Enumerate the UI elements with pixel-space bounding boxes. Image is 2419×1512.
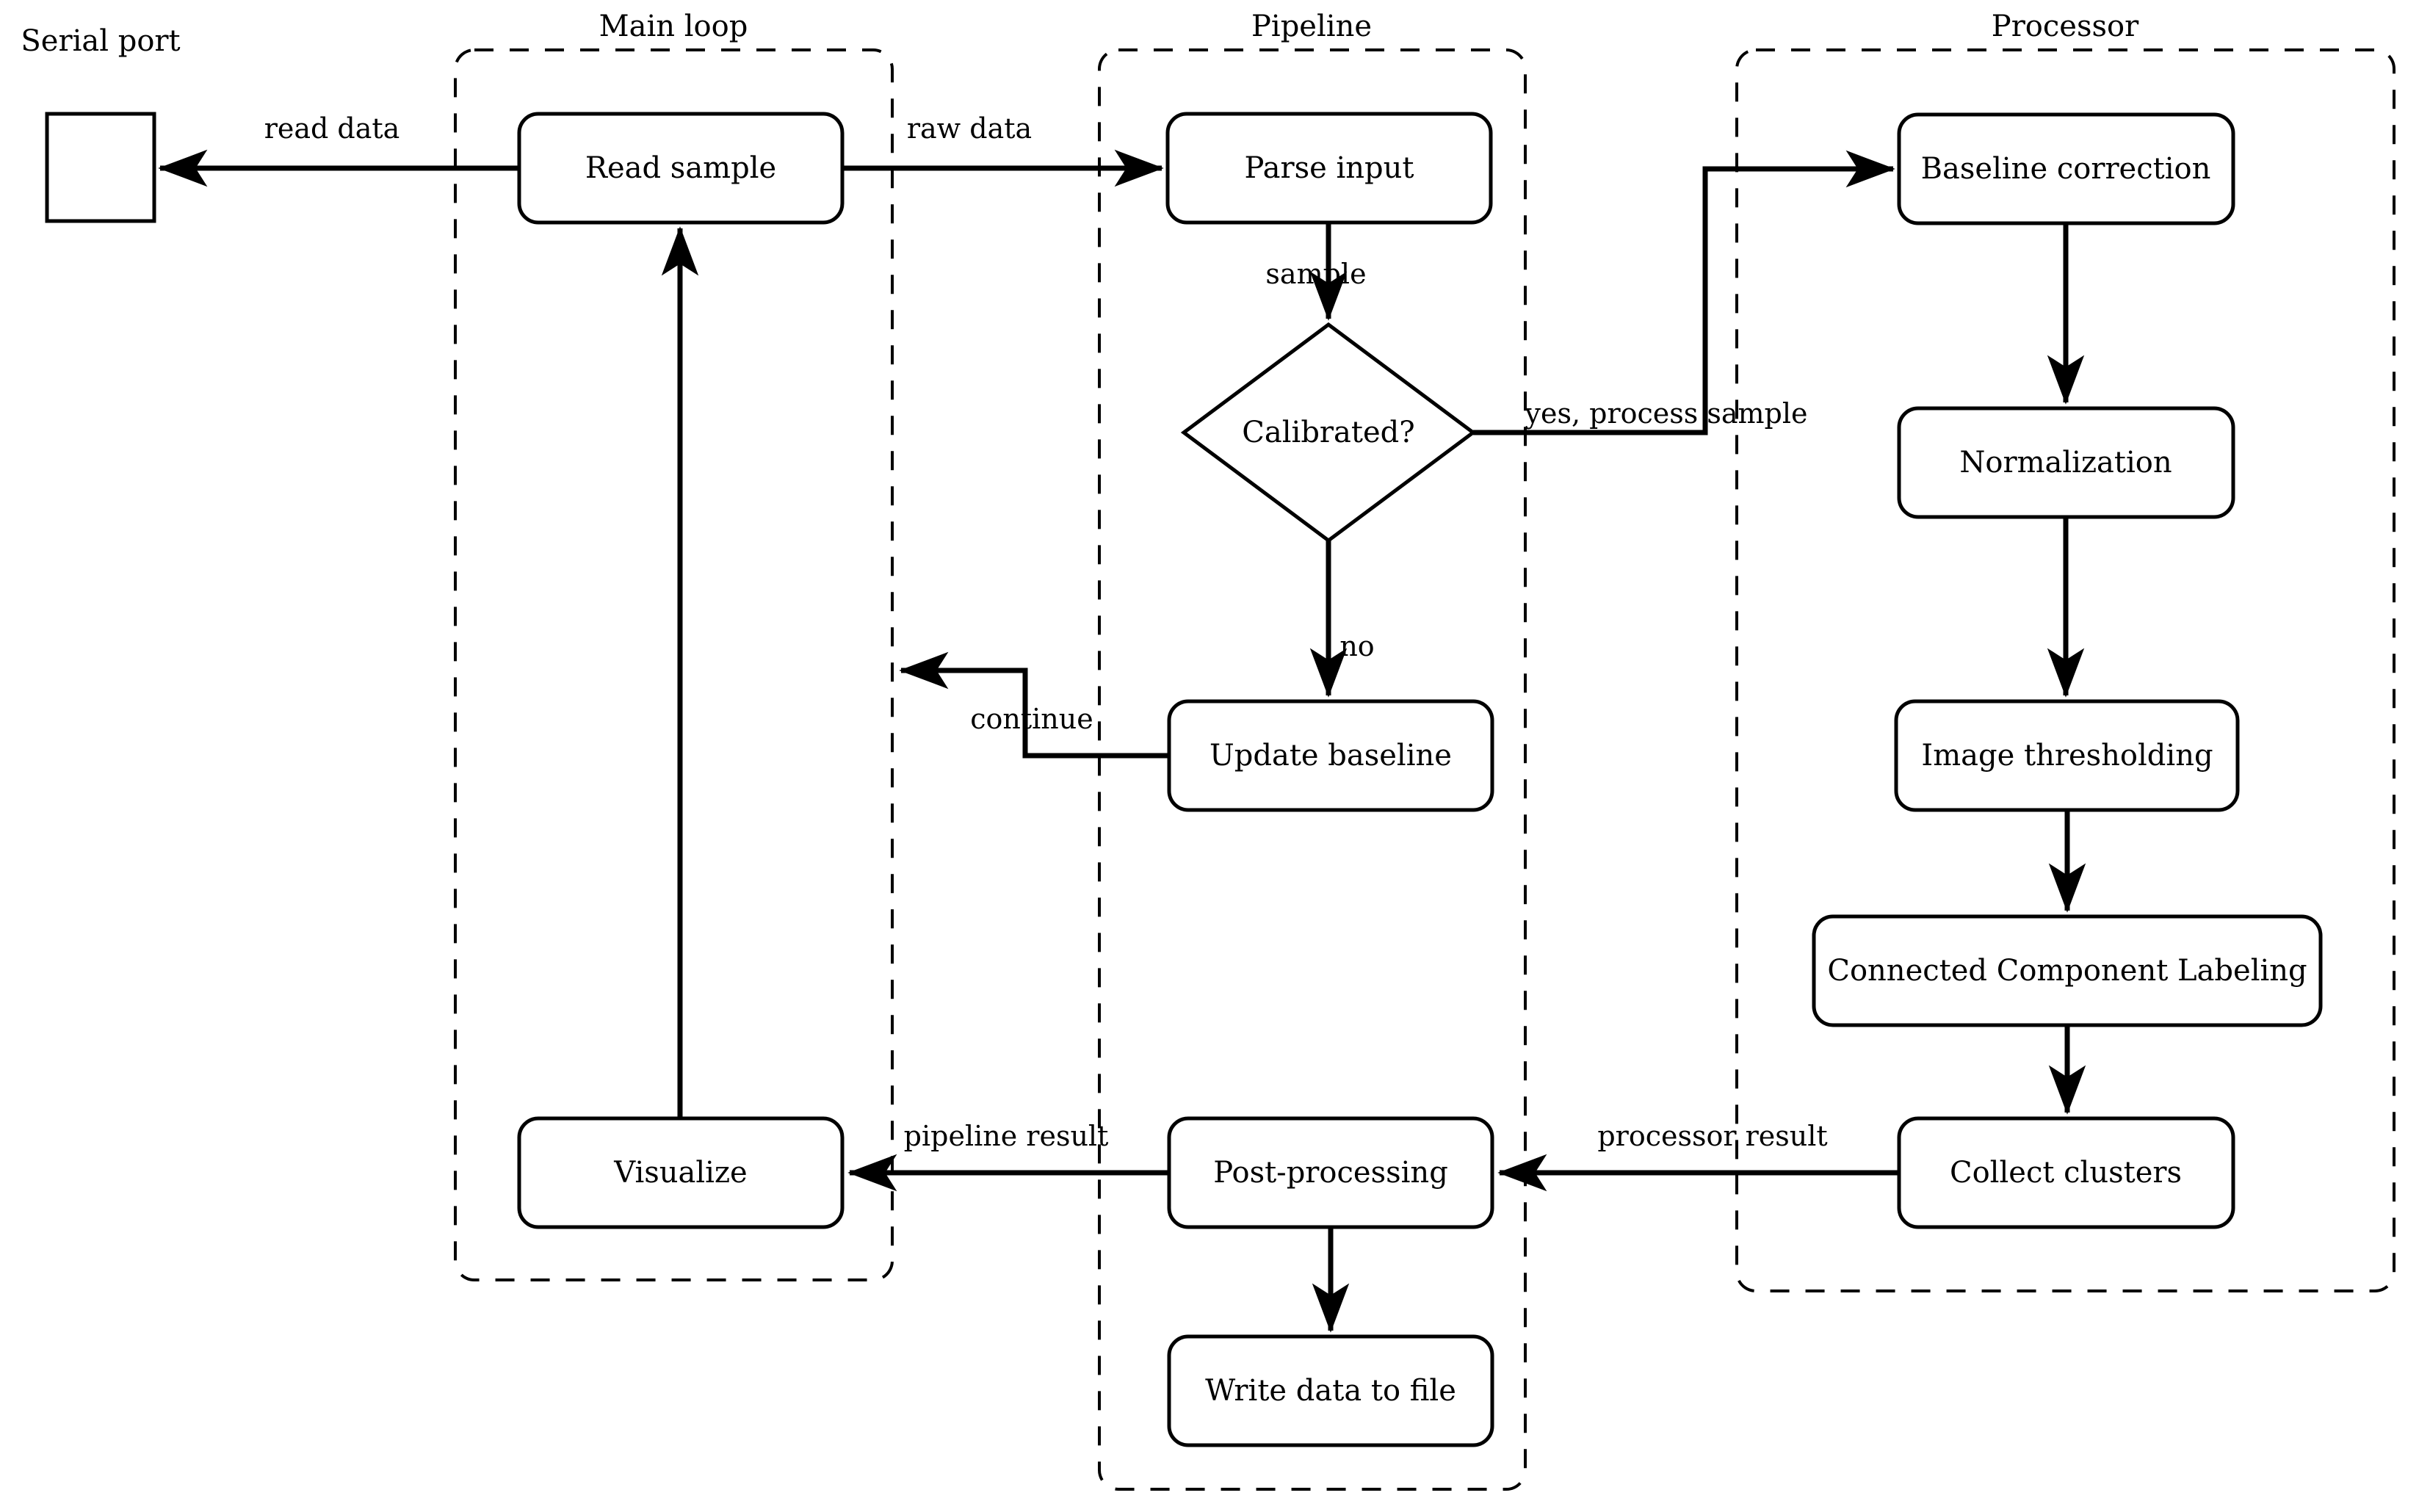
node-label-collect-clusters: Collect clusters xyxy=(1949,1156,2183,1190)
node-connected-component-labeling[interactable] xyxy=(1814,916,2321,1025)
node-normalization[interactable] xyxy=(1899,408,2233,517)
node-label-write-data-to-file: Write data to file xyxy=(1205,1374,1456,1408)
node-update-baseline[interactable] xyxy=(1169,701,1492,810)
node-read-sample[interactable] xyxy=(519,114,842,223)
group-title-pipeline: Pipeline xyxy=(1251,10,1373,43)
node-baseline-correction[interactable] xyxy=(1899,115,2233,223)
node-shape-write-data-to-file xyxy=(1167,1334,1494,1447)
group-border-processor xyxy=(1735,48,2396,1292)
node-collect-clusters[interactable] xyxy=(1899,1118,2233,1227)
node-label-update-baseline: Update baseline xyxy=(1210,739,1452,773)
node-parse-input[interactable] xyxy=(1168,114,1491,223)
group-border-main-loop xyxy=(454,48,894,1281)
edge-label-processor-result: processor result xyxy=(1597,1120,1828,1152)
edge-yes-process-sample xyxy=(1473,150,1895,435)
group-title-main-loop: Main loop xyxy=(599,10,748,43)
node-write-data-to-file[interactable] xyxy=(1169,1336,1492,1445)
node-serial-port[interactable] xyxy=(47,114,154,221)
node-label-parse-input: Parse input xyxy=(1244,151,1414,185)
node-label-read-sample: Read sample xyxy=(585,151,777,185)
node-label-connected-component-labeling: Connected Component Labeling xyxy=(1827,954,2307,988)
node-label-image-thresholding: Image thresholding xyxy=(1921,739,2213,773)
node-label-baseline-correction: Baseline correction xyxy=(1920,152,2211,186)
edge-label-read-data: read data xyxy=(264,112,400,145)
node-post-processing[interactable] xyxy=(1169,1118,1492,1227)
edge-label-continue: continue xyxy=(970,703,1093,735)
node-label-visualize: Visualize xyxy=(614,1156,748,1190)
node-label-serial-port: Serial port xyxy=(21,24,181,58)
edge-label-yes-process-sample: yes, process sample xyxy=(1525,397,1808,430)
group-border-pipeline xyxy=(1098,48,1527,1491)
edge-continue xyxy=(899,651,1169,759)
node-visualize[interactable] xyxy=(519,1118,842,1227)
edge-label-raw-data: raw data xyxy=(906,112,1033,145)
group-title-processor: Processor xyxy=(1991,10,2139,43)
edge-label-no: no xyxy=(1339,630,1375,662)
node-shape-serial-port xyxy=(45,112,156,223)
edge-label-pipeline-result: pipeline result xyxy=(903,1120,1109,1152)
node-image-thresholding[interactable] xyxy=(1896,701,2238,810)
node-calibrated-decision[interactable] xyxy=(1184,325,1473,540)
node-label-calibrated: Calibrated? xyxy=(1242,416,1415,449)
node-label-normalization: Normalization xyxy=(1959,446,2172,480)
edge-label-sample: sample xyxy=(1265,258,1367,290)
node-label-post-processing: Post-processing xyxy=(1213,1156,1448,1190)
